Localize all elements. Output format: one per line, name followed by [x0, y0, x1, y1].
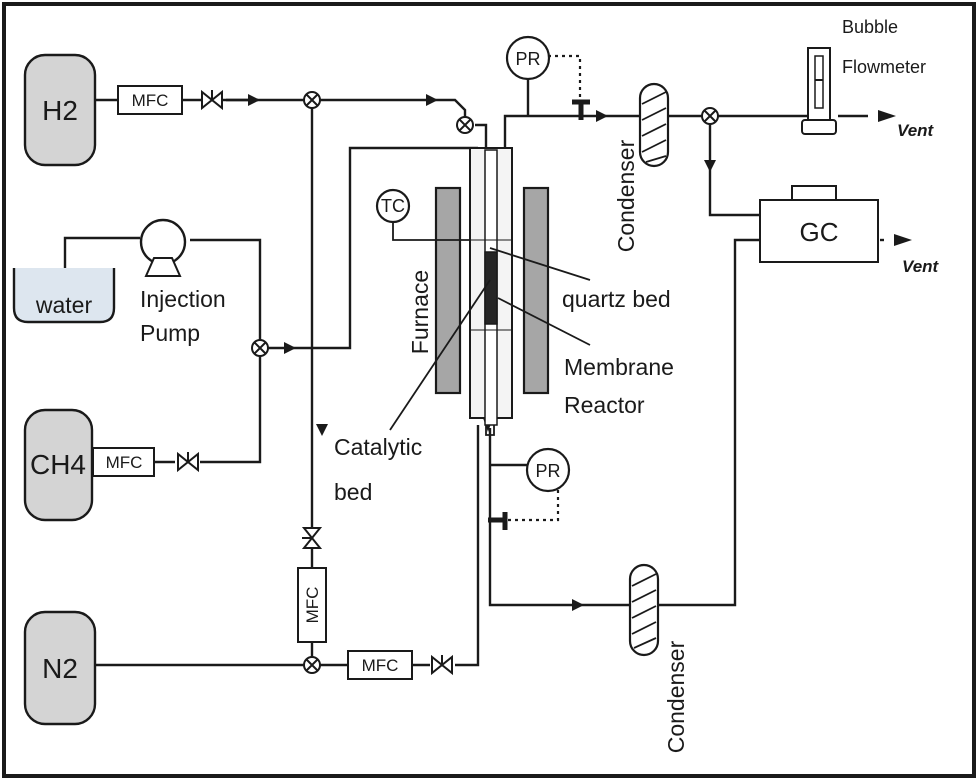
valve-h2: [201, 89, 223, 111]
catalytic-bed-fill: [484, 251, 498, 325]
catalytic-label: Catalytic: [334, 434, 422, 460]
junction-outlet: [701, 107, 719, 125]
thermocouple: TC: [375, 188, 470, 241]
h2-tank: H2: [23, 53, 97, 167]
condenser-bottom: Condenser: [628, 563, 689, 753]
reactor-label: Reactor: [564, 392, 645, 418]
water-reservoir: water: [12, 268, 116, 324]
mfc-ch4: MFC: [92, 447, 155, 477]
junctions: [251, 91, 719, 674]
junction-pump: [251, 339, 269, 357]
valve-n2: [431, 654, 453, 676]
tc-label: TC: [381, 196, 405, 216]
vent-label-top: Vent: [897, 121, 935, 140]
condenser-bottom-label: Condenser: [663, 640, 689, 753]
ch4-tank: CH4: [23, 408, 94, 522]
water-label: water: [35, 292, 93, 318]
junction-h2: [303, 91, 321, 109]
vent-label-gc: Vent: [902, 257, 940, 276]
valve-ch4: [177, 451, 199, 473]
n2-tank: N2: [23, 610, 97, 726]
gas-chromatograph: GC: [759, 185, 879, 263]
injection-label: Injection: [140, 286, 226, 312]
pr-bottom-label: PR: [535, 461, 560, 481]
condenser-top-label: Condenser: [613, 139, 639, 252]
mfc-ch4-label: MFC: [106, 453, 143, 472]
h2-label: H2: [42, 95, 78, 126]
membrane-label: Membrane: [564, 354, 674, 380]
pressure-regulator-top: PR: [505, 35, 590, 120]
quartz-bed-label: quartz bed: [562, 286, 671, 312]
piping: [63, 54, 884, 667]
junction-n2: [303, 656, 321, 674]
pressure-regulator-bottom: PR: [488, 447, 571, 530]
valve-bypass: [301, 527, 323, 549]
condenser-top: Condenser: [613, 82, 670, 252]
flowmeter-label: Flowmeter: [842, 57, 926, 77]
bed-label: bed: [334, 479, 372, 505]
mfc-n2-label: MFC: [362, 656, 399, 675]
mfc-h2: MFC: [117, 85, 183, 115]
bubble-label: Bubble: [842, 17, 898, 37]
membrane-reactor: [469, 147, 513, 436]
mfc-n2-vertical-label: MFC: [303, 587, 322, 624]
reactor-annotations: quartz bed Membrane Reactor Catalytic be…: [334, 247, 674, 505]
ch4-label: CH4: [30, 449, 86, 480]
flow-arrows: [248, 94, 912, 611]
mfc-n2-horizontal: MFC: [347, 650, 413, 680]
junction-reactor-inlet: [456, 116, 474, 134]
gc-label: GC: [800, 217, 839, 247]
mfc-h2-label: MFC: [132, 91, 169, 110]
bubble-flowmeter: Bubble Flowmeter: [801, 17, 926, 135]
injection-pump: Injection Pump: [139, 218, 226, 346]
furnace-label: Furnace: [407, 270, 433, 354]
n2-label: N2: [42, 653, 78, 684]
mfc-n2-vertical: MFC: [297, 567, 327, 643]
pump-label: Pump: [140, 320, 200, 346]
furnace: Furnace: [407, 186, 550, 395]
pr-top-label: PR: [515, 49, 540, 69]
